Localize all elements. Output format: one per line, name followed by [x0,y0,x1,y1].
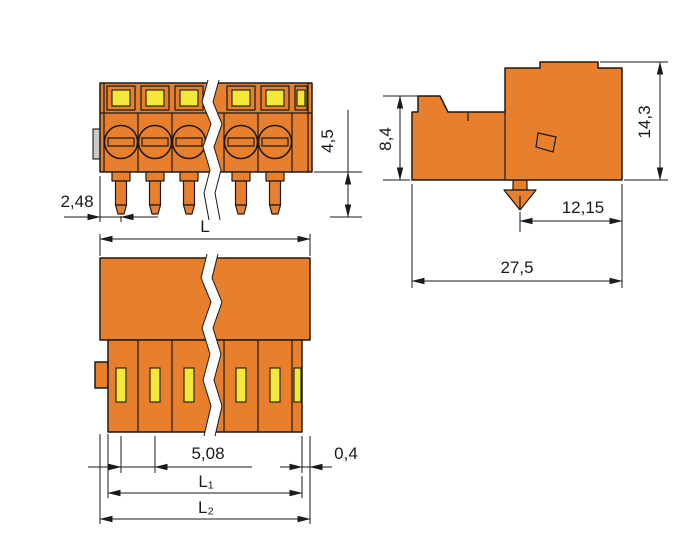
dim-depth-total: 27,5 [411,184,623,288]
dim-front-offset: 2,48 [60,176,158,222]
dim-height-total: 14,3 [600,61,668,181]
dim-length-l1: L₁ [107,434,303,498]
dim-foot-to-edge: 12,15 [519,184,623,288]
snap-foot [503,175,537,211]
break-line [201,79,223,221]
dim-depth-total-label: 27,5 [500,258,533,277]
dim-height-left-label: 8,4 [376,127,395,151]
dim-wall-label: 0,4 [334,444,358,463]
screw-circles [103,124,293,160]
dim-pin-length: 4,5 [314,110,362,218]
dim-length-l2: L₂ [99,434,311,524]
side-housing [411,61,623,181]
dim-length-l: L [99,217,311,256]
dim-pitch: 5,08 [88,436,252,473]
dim-length-l1-label: L₁ [198,472,213,491]
side-lug [94,361,109,389]
latch-slot [535,132,557,153]
pole-dividers [137,340,293,432]
dim-wall: 0,4 [280,436,358,524]
dim-height-total-label: 14,3 [635,105,654,138]
dim-front-offset-label: 2,48 [60,192,93,211]
dim-foot-to-edge-label: 12,15 [562,198,605,217]
dim-height-left: 8,4 [376,95,424,181]
dim-pin-length-label: 4,5 [318,129,337,153]
dim-pitch-label: 5,08 [191,444,224,463]
dim-length-l-label: L [200,217,209,236]
solder-pins [111,171,285,215]
top-view: L 5,08 0,4 L₁ [88,217,358,524]
front-view: 2,48 4,5 [60,79,362,222]
side-view: 8,4 14,3 12,15 27,5 [376,61,668,288]
dim-length-l2-label: L₂ [198,498,214,517]
break-line-top-view [200,253,223,437]
contact-slots [115,367,302,403]
clamp-openings [106,85,308,111]
